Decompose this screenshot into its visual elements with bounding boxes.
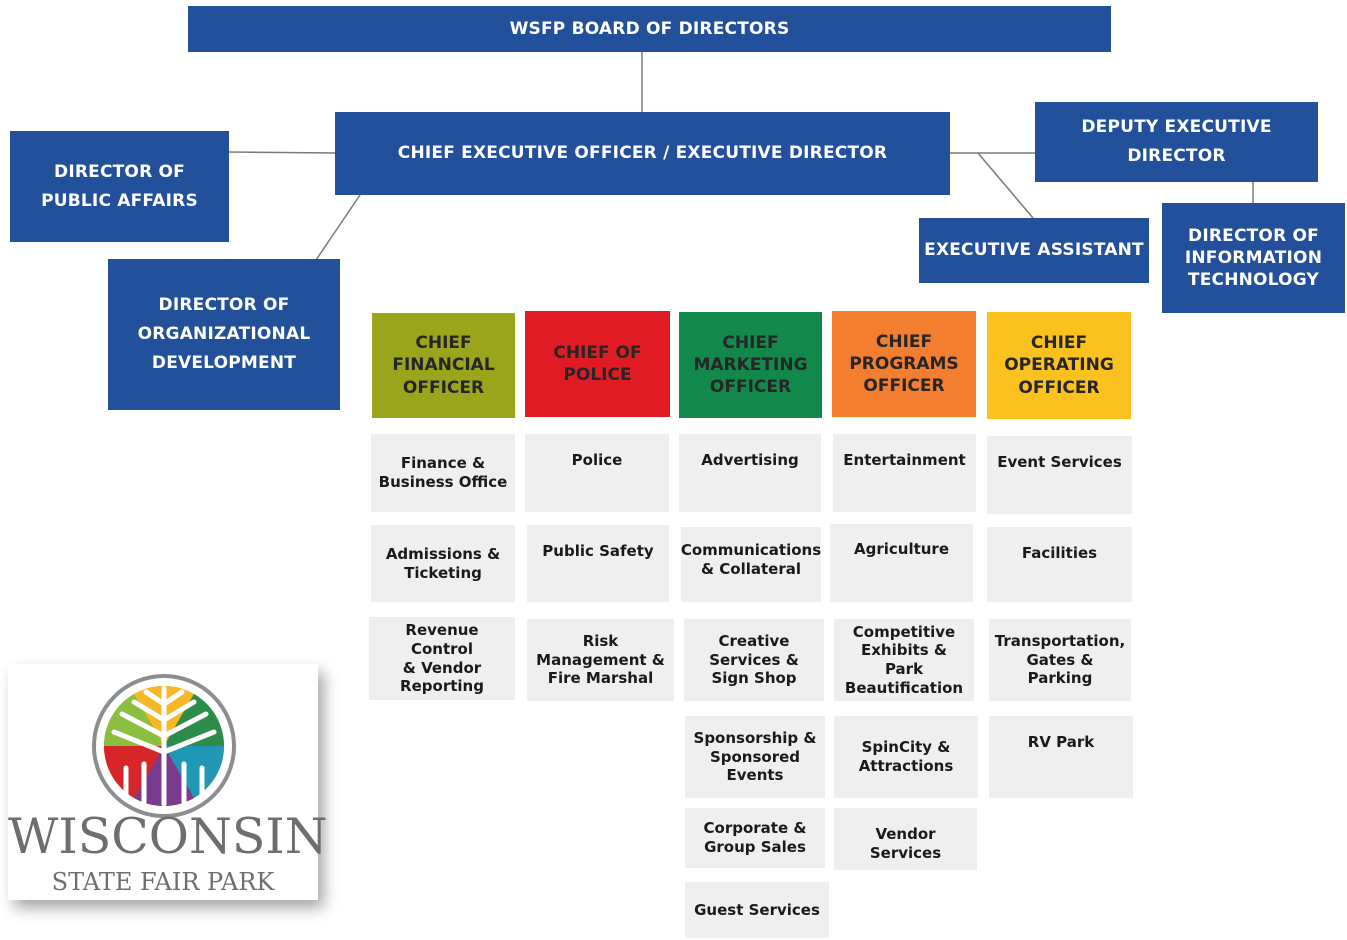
chief-title: CHIEF OF POLICE: [553, 342, 642, 385]
department-box: Admissions & Ticketing: [371, 525, 515, 602]
chief-header: CHIEF MARKETING OFFICER: [679, 312, 822, 418]
department-box: Advertising: [679, 434, 821, 512]
department-box: Police: [525, 434, 669, 512]
director-information-technology-label: DIRECTOR OF INFORMATION TECHNOLOGY: [1184, 225, 1323, 291]
director-organizational-development-label: DIRECTOR OF ORGANIZATIONAL DEVELOPMENT: [137, 295, 311, 373]
department-label: Agriculture: [853, 540, 950, 558]
department-box: Corporate & Group Sales: [685, 808, 825, 868]
board-of-directors-label: WSFP BOARD OF DIRECTORS: [509, 18, 790, 39]
department-label: Transportation, Gates & Parking: [994, 631, 1126, 688]
department-box: Entertainment: [833, 434, 976, 512]
chief-title: CHIEF FINANCIAL OFFICER: [392, 333, 495, 398]
department-box: Creative Services & Sign Shop: [684, 619, 824, 701]
department-box: Public Safety: [527, 525, 669, 602]
department-box: Risk Management & Fire Marshal: [527, 619, 674, 701]
director-organizational-development-box: DIRECTOR OF ORGANIZATIONAL DEVELOPMENT: [108, 259, 340, 410]
ceo-label: CHIEF EXECUTIVE OFFICER / EXECUTIVE DIRE…: [397, 143, 888, 164]
department-label: Vendor Services: [869, 825, 942, 862]
department-label: Event Services: [997, 453, 1122, 471]
logo-wordmark: WISCONSIN: [8, 808, 328, 865]
department-label: Sponsorship & Sponsored Events: [693, 728, 817, 785]
department-label: Creative Services & Sign Shop: [709, 631, 799, 688]
department-label: Finance & Business Office: [378, 454, 508, 491]
department-label: Advertising: [701, 451, 799, 469]
department-box: Guest Services: [685, 882, 829, 938]
department-box: Transportation, Gates & Parking: [989, 619, 1131, 701]
department-label: Admissions & Ticketing: [385, 544, 501, 582]
deputy-executive-director-box: DEPUTY EXECUTIVE DIRECTOR: [1035, 102, 1318, 182]
department-box: Competitive Exhibits & Park Beautificati…: [834, 619, 974, 701]
ceo-box: CHIEF EXECUTIVE OFFICER / EXECUTIVE DIRE…: [335, 112, 950, 195]
department-box: Revenue Control & Vendor Reporting: [369, 617, 515, 700]
department-box: Agriculture: [830, 524, 973, 602]
wisconsin-state-fair-park-logo: WISCONSIN STATE FAIR PARK: [8, 664, 328, 900]
director-public-affairs-label: DIRECTOR OF PUBLIC AFFAIRS: [41, 161, 198, 211]
chief-header: CHIEF FINANCIAL OFFICER: [372, 313, 515, 418]
department-label: Entertainment: [843, 451, 966, 469]
department-label: Corporate & Group Sales: [703, 819, 807, 856]
department-label: Communications & Collateral: [680, 541, 822, 578]
department-label: Revenue Control & Vendor Reporting: [400, 621, 484, 696]
department-label: Public Safety: [542, 542, 654, 560]
department-label: Facilities: [1021, 544, 1098, 562]
department-label: SpinCity & Attractions: [858, 738, 954, 775]
chief-title: CHIEF MARKETING OFFICER: [693, 332, 808, 398]
department-label: Guest Services: [694, 900, 820, 919]
department-label: RV Park: [1027, 733, 1095, 751]
fair-park-emblem-icon: [92, 674, 236, 818]
director-public-affairs-box: DIRECTOR OF PUBLIC AFFAIRS: [10, 131, 229, 242]
department-box: Sponsorship & Sponsored Events: [685, 716, 825, 798]
department-box: Communications & Collateral: [681, 527, 821, 602]
department-box: Vendor Services: [834, 808, 977, 870]
department-box: Finance & Business Office: [371, 434, 515, 512]
executive-assistant-label: EXECUTIVE ASSISTANT: [924, 240, 1144, 261]
chief-header: CHIEF PROGRAMS OFFICER: [832, 311, 976, 417]
chief-title: CHIEF OPERATING OFFICER: [1004, 333, 1114, 398]
executive-assistant-box: EXECUTIVE ASSISTANT: [919, 218, 1149, 283]
department-label: Risk Management & Fire Marshal: [536, 631, 665, 688]
department-label: Police: [571, 451, 623, 469]
board-of-directors-box: WSFP BOARD OF DIRECTORS: [188, 6, 1111, 52]
department-box: Event Services: [987, 436, 1132, 514]
department-box: RV Park: [989, 716, 1133, 798]
chief-header: CHIEF OF POLICE: [525, 311, 670, 417]
director-information-technology-box: DIRECTOR OF INFORMATION TECHNOLOGY: [1162, 203, 1345, 313]
chief-title: CHIEF PROGRAMS OFFICER: [849, 331, 959, 397]
department-box: SpinCity & Attractions: [834, 716, 978, 798]
department-box: Facilities: [987, 527, 1132, 602]
department-label: Competitive Exhibits & Park Beautificati…: [844, 622, 964, 697]
chief-header: CHIEF OPERATING OFFICER: [987, 312, 1131, 419]
logo-subtitle: STATE FAIR PARK: [51, 868, 275, 896]
deputy-executive-director-label: DEPUTY EXECUTIVE DIRECTOR: [1081, 117, 1272, 166]
